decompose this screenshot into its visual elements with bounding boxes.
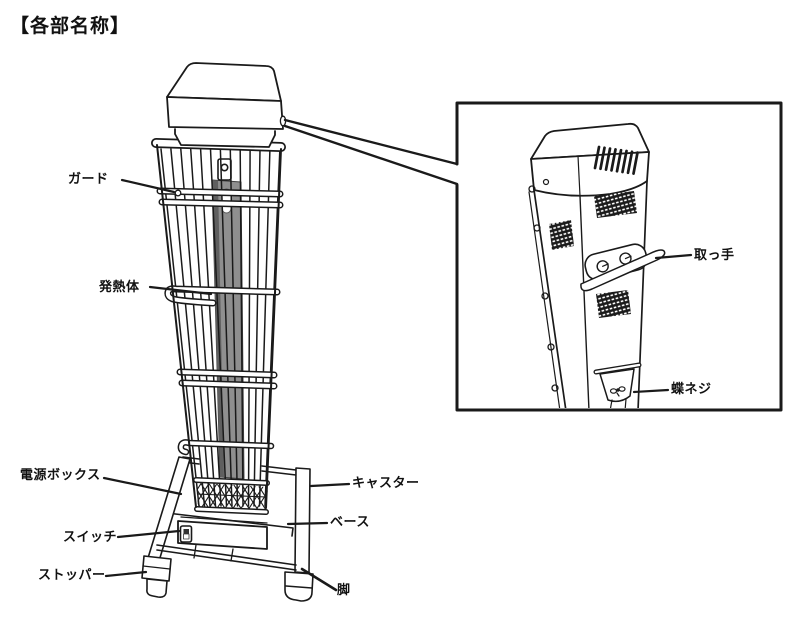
leader-lines bbox=[102, 178, 693, 592]
cage-bottom-mesh bbox=[196, 483, 268, 511]
inset-detail-box bbox=[455, 101, 783, 412]
page-title: 【各部名称】 bbox=[10, 16, 131, 37]
callout-lines bbox=[283, 118, 459, 186]
top-cap bbox=[166, 62, 287, 148]
vent-hatch-1 bbox=[594, 191, 637, 218]
handle-graphic bbox=[580, 243, 666, 292]
label-handle: 取っ手 bbox=[694, 247, 735, 262]
leader-caster bbox=[309, 482, 351, 488]
power-box-graphic bbox=[177, 516, 268, 562]
label-stopper: ストッパー bbox=[38, 567, 106, 582]
guard-hooks bbox=[528, 185, 559, 392]
base-frame-front bbox=[141, 456, 297, 598]
leader-power-box bbox=[102, 476, 183, 496]
wing-screw-graphic bbox=[593, 362, 642, 408]
label-caster: キャスター bbox=[352, 475, 420, 490]
guard-cage-outline bbox=[156, 144, 282, 509]
label-power-box: 電源ボックス bbox=[20, 467, 101, 482]
leader-switch bbox=[116, 529, 181, 539]
leader-stopper bbox=[104, 570, 148, 578]
main-unit-drawing bbox=[141, 62, 314, 602]
vent-hatch-3 bbox=[596, 290, 631, 318]
cap-vent-slots bbox=[593, 145, 639, 175]
vent-hatch-2 bbox=[549, 220, 574, 250]
leader-wing-screw bbox=[632, 388, 670, 394]
leader-base bbox=[286, 521, 329, 526]
label-heating-element: 発熱体 bbox=[99, 279, 140, 294]
label-leg: 脚 bbox=[337, 582, 351, 597]
inset-back-view bbox=[528, 122, 666, 408]
leader-leg bbox=[300, 567, 338, 592]
label-base: ベース bbox=[330, 514, 370, 529]
leader-heating-element bbox=[148, 285, 213, 296]
label-switch: スイッチ bbox=[63, 529, 118, 544]
leader-handle bbox=[654, 253, 693, 260]
label-wing-screw: 蝶ネジ bbox=[671, 381, 712, 396]
label-guard: ガード bbox=[68, 171, 109, 186]
leader-guard bbox=[120, 178, 176, 194]
